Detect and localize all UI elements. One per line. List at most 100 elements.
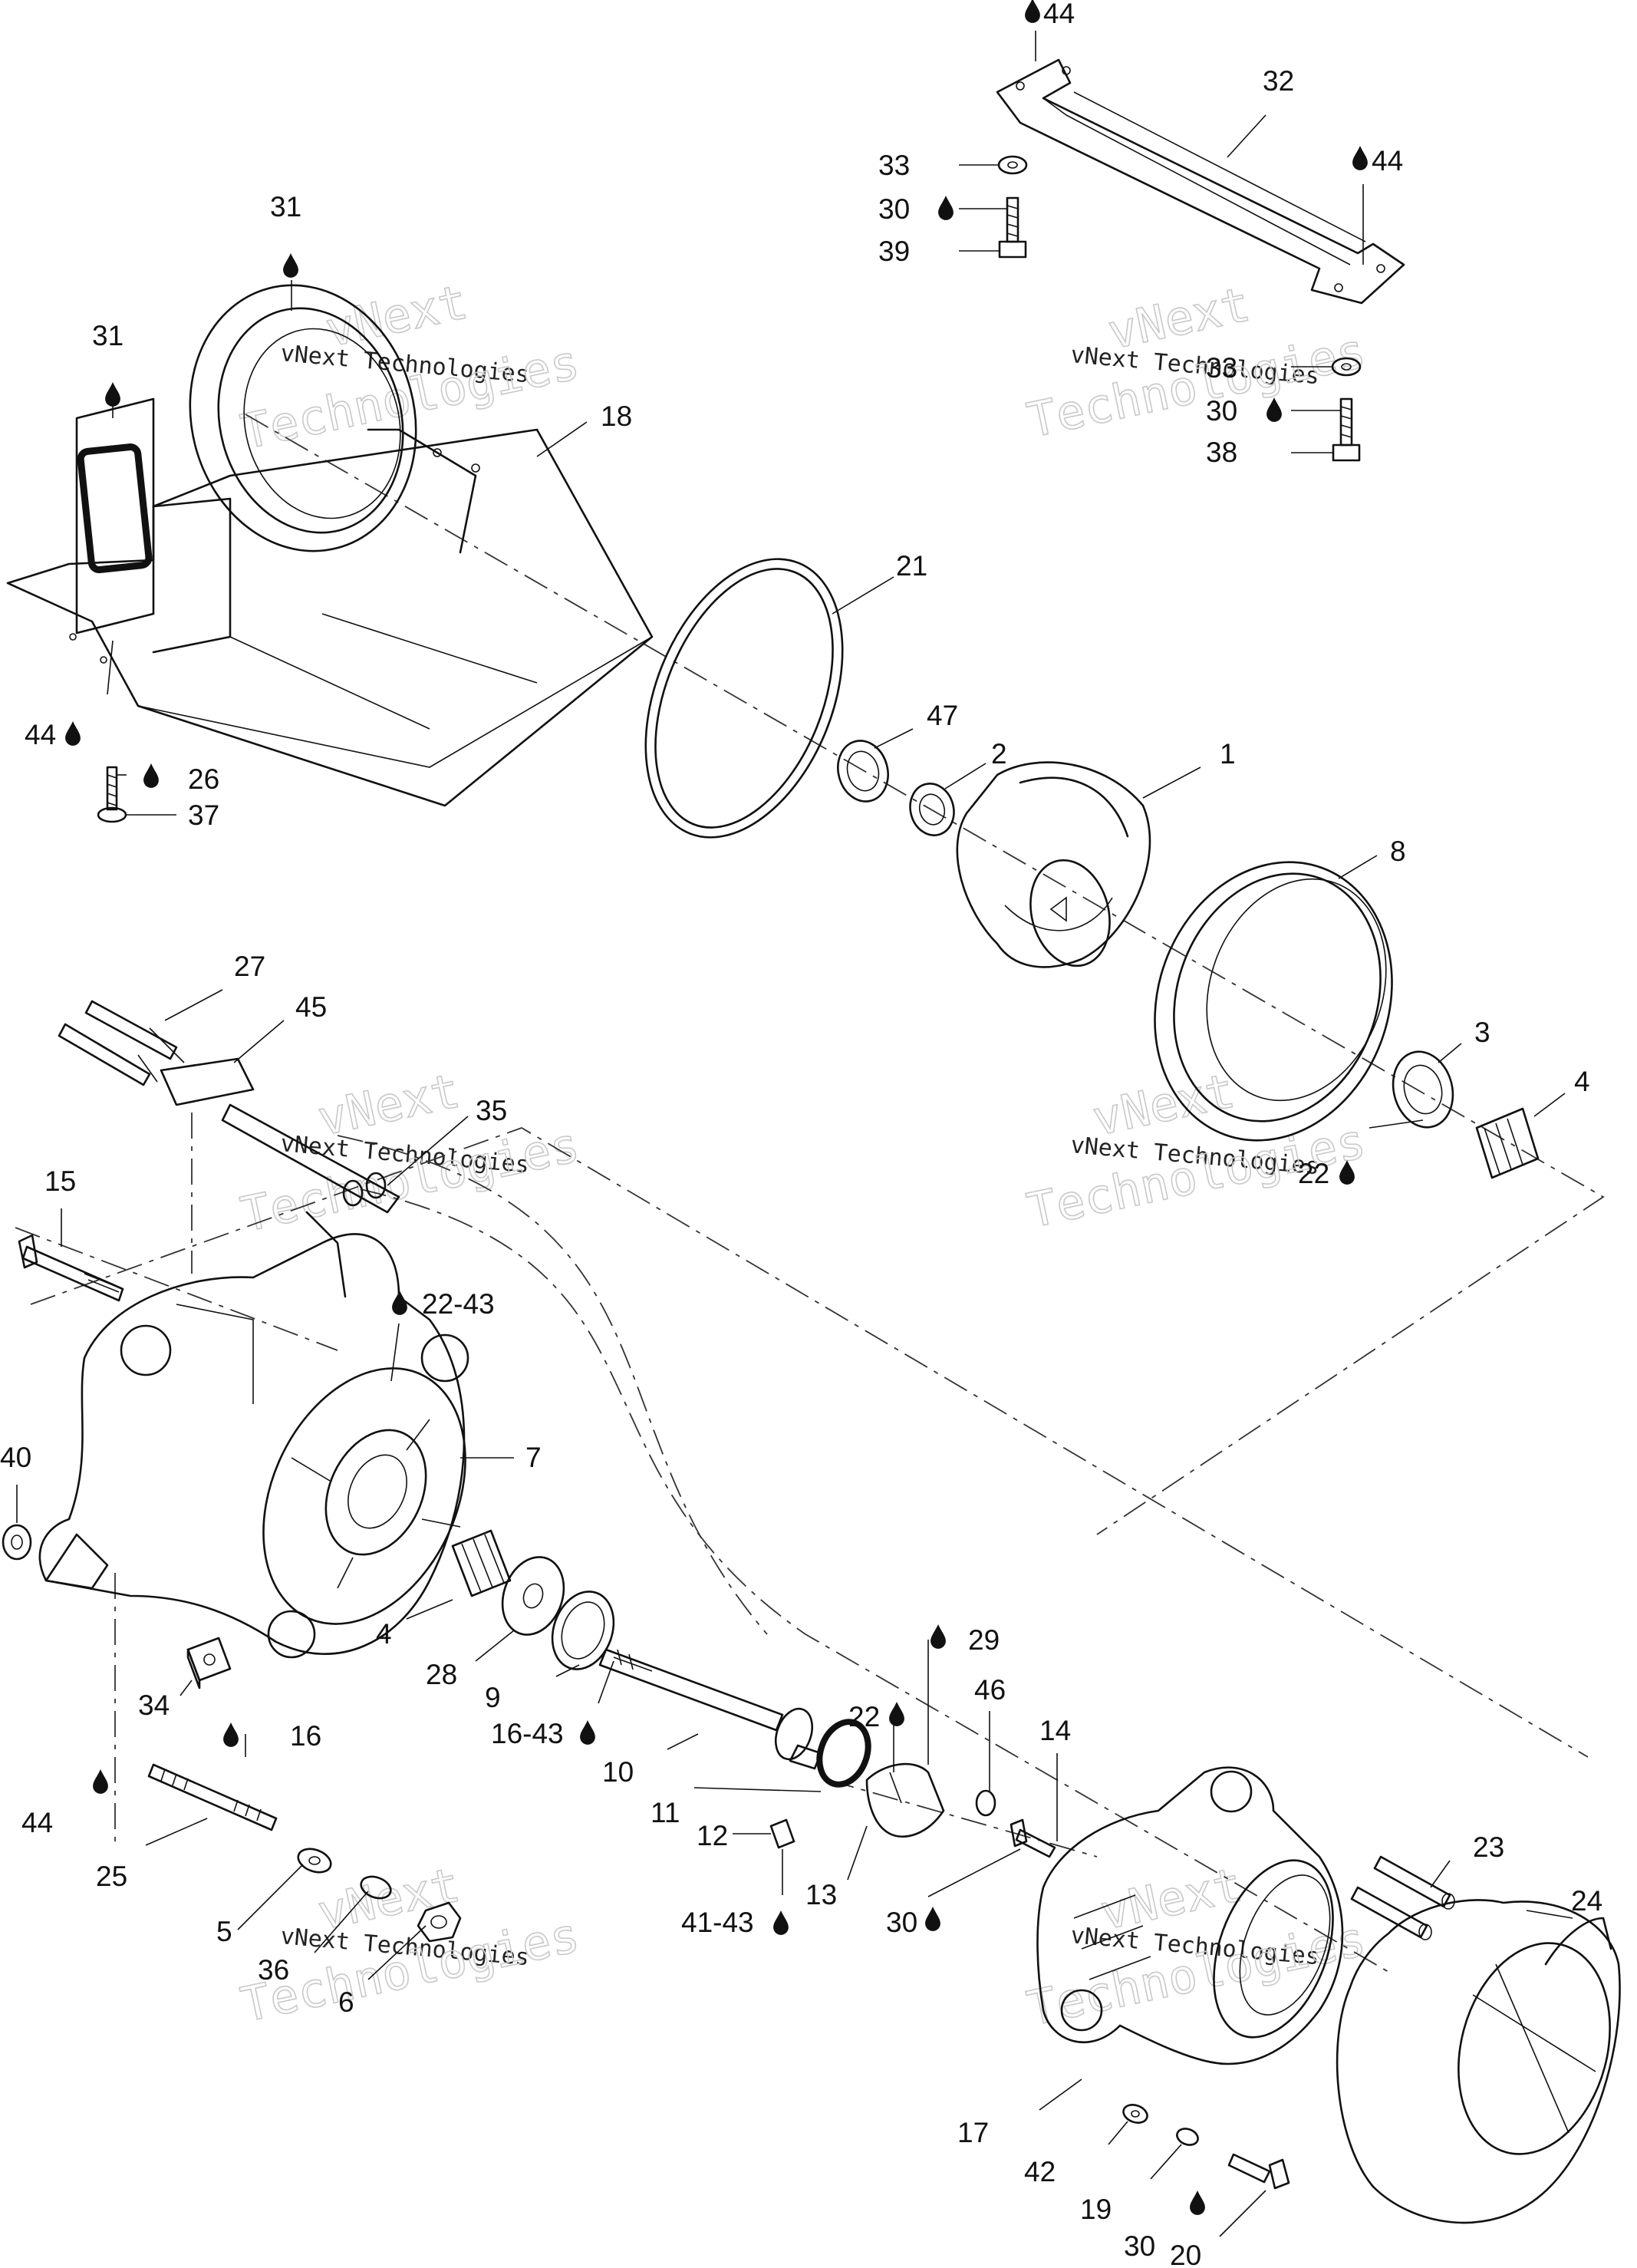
watermark-top-right: vNext vNext Technologies Technologies bbox=[1022, 275, 1371, 450]
part-46-washer bbox=[975, 1789, 996, 1817]
part-31-gasket-square bbox=[77, 443, 153, 574]
part-33-washer-top bbox=[997, 155, 1028, 175]
part-11-oring bbox=[816, 1719, 871, 1788]
drop-icon bbox=[1025, 0, 1040, 23]
callout-1: 1 bbox=[1220, 738, 1236, 770]
callout-4-mid: 4 bbox=[376, 1618, 392, 1650]
part-45-shaft-clamp bbox=[160, 1057, 400, 1214]
callout-33-mid: 33 bbox=[1206, 352, 1237, 384]
part-21-wear-ring bbox=[644, 558, 844, 839]
callout-33-top: 33 bbox=[878, 150, 910, 181]
part-4-bearing-mid bbox=[451, 1529, 512, 1597]
part-30-38-screw-mid bbox=[1332, 397, 1361, 462]
drop-icon bbox=[65, 721, 81, 746]
callout-31-top: 31 bbox=[270, 191, 301, 223]
watermark-bottom-left: vNext vNext Technologies Technologies bbox=[236, 1856, 585, 2034]
part-8-ring-housing bbox=[1154, 861, 1393, 1142]
part-40-washer bbox=[2, 1524, 32, 1561]
callout-labels: 44 32 33 30 39 44 33 30 3 8 31 31 18 21 4… bbox=[0, 0, 1602, 2268]
callout-19: 19 bbox=[1080, 2194, 1112, 2225]
callout-9: 9 bbox=[485, 1682, 501, 1713]
callout-31-left: 31 bbox=[92, 320, 124, 351]
callout-18: 18 bbox=[601, 401, 632, 432]
drop-icon bbox=[930, 1624, 946, 1649]
part-20-screw bbox=[1227, 2153, 1290, 2190]
part-47-bushing bbox=[837, 740, 889, 803]
drop-icon bbox=[889, 1702, 904, 1726]
callout-39: 39 bbox=[878, 236, 910, 267]
part-35-orings bbox=[342, 1172, 387, 1207]
part-30-39-screw-top bbox=[998, 196, 1027, 259]
callout-17: 17 bbox=[957, 2117, 989, 2148]
part-32-bracket bbox=[996, 58, 1405, 305]
part-5-washer bbox=[297, 1848, 332, 1874]
drop-icon bbox=[938, 196, 954, 220]
callout-21: 21 bbox=[896, 550, 927, 582]
callout-14: 14 bbox=[1039, 1715, 1071, 1746]
part-1-impeller bbox=[956, 761, 1151, 968]
callout-30-bottom: 30 bbox=[1124, 2230, 1155, 2262]
drop-icon bbox=[93, 1769, 108, 1794]
part-6-nut bbox=[417, 1901, 462, 1943]
part-12-plug bbox=[769, 1818, 795, 1849]
callout-11: 11 bbox=[651, 1797, 680, 1828]
part-31-ring bbox=[189, 284, 417, 552]
callout-8: 8 bbox=[1390, 836, 1406, 867]
callout-22-43: 22-43 bbox=[422, 1288, 495, 1320]
callout-46: 46 bbox=[974, 1674, 1006, 1706]
callout-44-right: 44 bbox=[1372, 145, 1403, 176]
callout-42: 42 bbox=[1024, 2156, 1056, 2187]
watermark-mid-left: vNext vNext Technologies Technologies bbox=[236, 1062, 585, 1244]
part-19-lockwasher bbox=[1176, 2128, 1199, 2146]
drop-icon bbox=[773, 1910, 789, 1935]
callout-30-mid: 30 bbox=[1206, 395, 1237, 427]
callout-29: 29 bbox=[968, 1624, 1000, 1656]
callout-7: 7 bbox=[525, 1442, 542, 1473]
callout-30-top: 30 bbox=[878, 193, 910, 225]
part-4-bearing-right bbox=[1475, 1107, 1540, 1179]
part-14-screw bbox=[1010, 1818, 1056, 1858]
callout-12: 12 bbox=[697, 1820, 728, 1851]
part-25-stud bbox=[147, 1763, 278, 1831]
callout-13: 13 bbox=[805, 1879, 837, 1910]
part-42-washer bbox=[1122, 2104, 1148, 2124]
callout-32: 32 bbox=[1263, 65, 1294, 97]
callout-15: 15 bbox=[44, 1165, 76, 1197]
callout-40: 40 bbox=[0, 1442, 31, 1473]
callout-47: 47 bbox=[927, 700, 958, 731]
callout-35: 35 bbox=[476, 1095, 507, 1126]
callout-27: 27 bbox=[234, 951, 265, 982]
callout-16-43: 16-43 bbox=[491, 1718, 564, 1749]
callout-44-top: 44 bbox=[1043, 0, 1075, 29]
callout-28: 28 bbox=[426, 1659, 457, 1690]
drop-icon bbox=[1266, 397, 1282, 422]
callout-6: 6 bbox=[338, 1986, 354, 2018]
part-23-pins bbox=[1350, 1855, 1455, 1940]
part-34-square-nut bbox=[186, 1637, 232, 1689]
leader-lines bbox=[16, 31, 1573, 2237]
watermark-line1: vNext bbox=[1088, 1062, 1240, 1146]
callout-3: 3 bbox=[1474, 1017, 1490, 1048]
part-36-lockwasher bbox=[360, 1875, 392, 1900]
callout-45: 45 bbox=[295, 991, 327, 1023]
drop-icon bbox=[143, 763, 159, 788]
callout-41-43: 41-43 bbox=[681, 1907, 754, 1938]
watermark-bottom-right: vNext vNext Technologies Technologies bbox=[1022, 1856, 1371, 2038]
drop-icon bbox=[925, 1907, 940, 1931]
callout-24: 24 bbox=[1571, 1885, 1602, 1917]
part-9-thrust-bearing bbox=[551, 1591, 615, 1670]
callout-10: 10 bbox=[602, 1756, 634, 1788]
callout-34: 34 bbox=[138, 1689, 170, 1721]
part-18-housing bbox=[6, 397, 654, 807]
callout-20: 20 bbox=[1170, 2240, 1201, 2268]
callout-30-lower: 30 bbox=[886, 1907, 917, 1938]
callout-36: 36 bbox=[258, 1954, 289, 1986]
callout-44-left: 44 bbox=[25, 719, 56, 750]
drop-icon bbox=[223, 1722, 239, 1747]
part-27-studs bbox=[58, 1000, 185, 1086]
part-10-drive-shaft bbox=[598, 1648, 822, 1770]
callout-44-lower: 44 bbox=[21, 1807, 53, 1838]
drop-icon bbox=[580, 1720, 595, 1745]
callout-23: 23 bbox=[1473, 1831, 1504, 1863]
